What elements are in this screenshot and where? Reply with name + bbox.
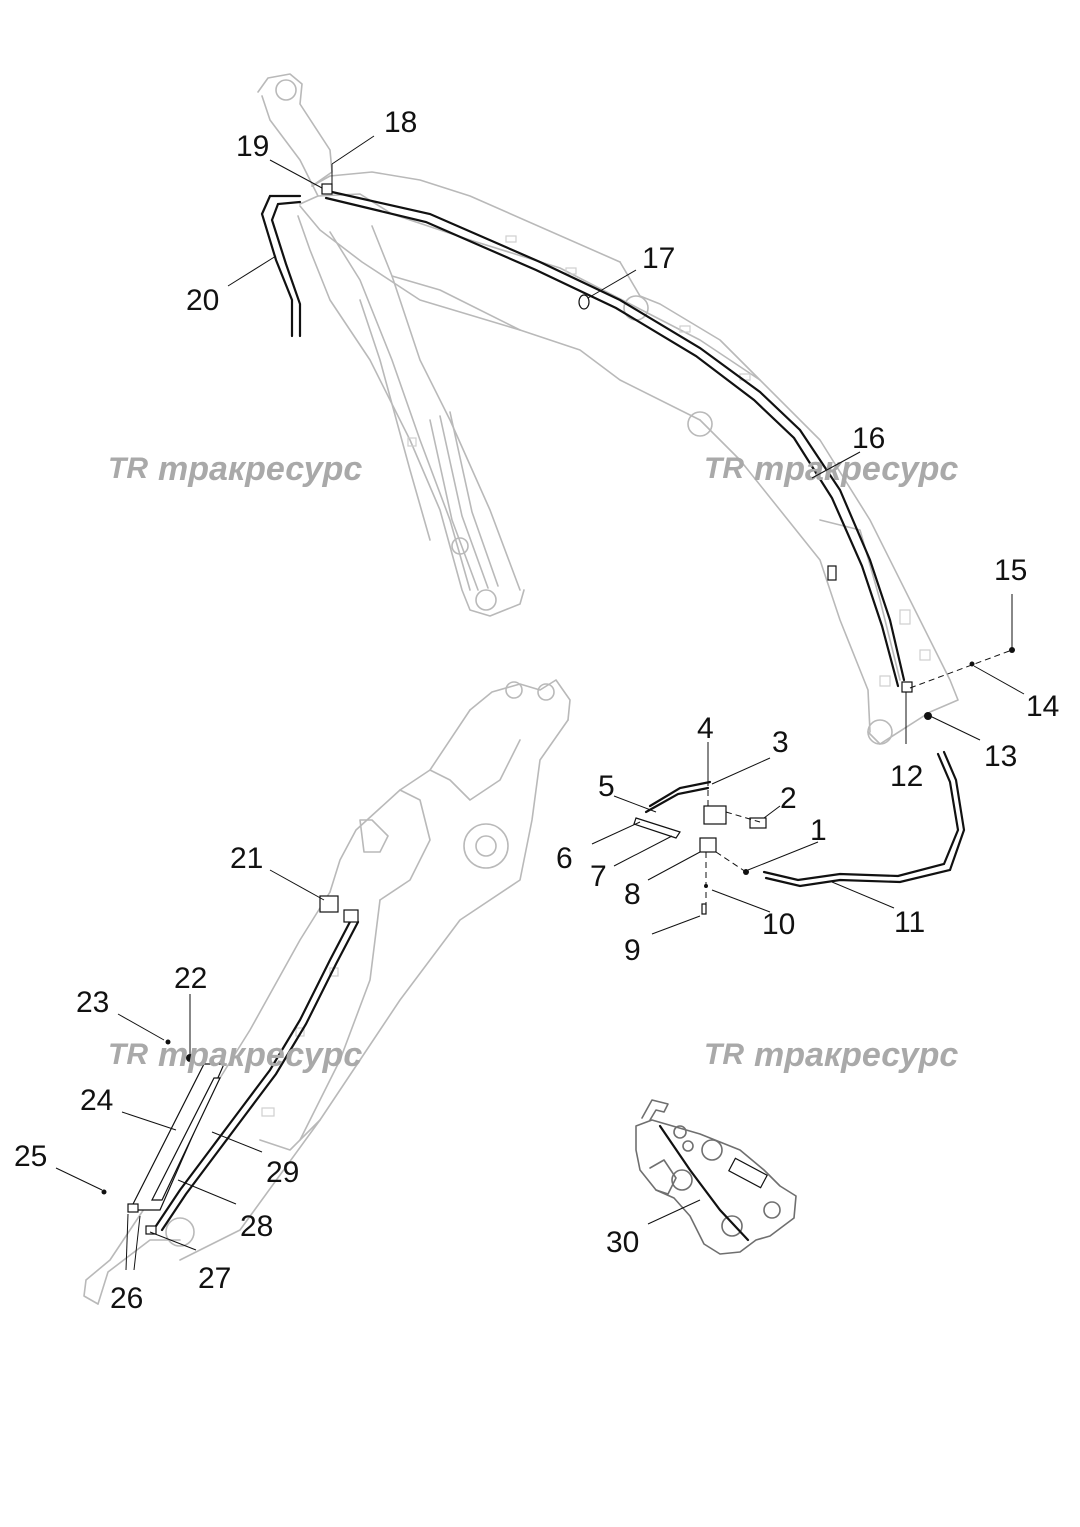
callout-14: 14 xyxy=(1026,690,1059,723)
callout-21: 21 xyxy=(230,842,263,875)
callout-11: 11 xyxy=(894,906,925,939)
arm-outline xyxy=(257,73,959,745)
clamp-27 xyxy=(145,1225,157,1235)
callout-6: 6 xyxy=(556,842,573,875)
callout-12: 12 xyxy=(890,760,923,793)
watermark-logo: TR xyxy=(704,1038,744,1071)
arm-hose-lines xyxy=(260,183,913,693)
leader-lines xyxy=(55,135,1025,1271)
callout-13: 13 xyxy=(984,740,1017,773)
watermark-logo: TR xyxy=(108,1038,148,1071)
callout-30: 30 xyxy=(606,1226,639,1259)
clamp-17 xyxy=(578,294,590,310)
callout-19: 19 xyxy=(236,130,269,163)
hose-11-assembly xyxy=(762,647,1015,888)
callout-25: 25 xyxy=(14,1140,47,1173)
callout-10: 10 xyxy=(762,908,795,941)
bolt-9 xyxy=(701,903,707,915)
callout-labels: 1 2 3 4 5 6 7 8 9 10 11 12 13 14 15 16 1… xyxy=(14,106,1059,1315)
callout-15: 15 xyxy=(994,554,1027,587)
watermark-4: TR тракресурс xyxy=(704,1036,958,1074)
callout-23: 23 xyxy=(76,986,109,1019)
bracket-21b xyxy=(343,909,359,923)
cover-24-inner xyxy=(151,1077,221,1201)
clamp-arm xyxy=(827,565,837,581)
watermark-3: TR тракресурс xyxy=(108,1036,362,1074)
clamp-19 xyxy=(321,183,333,195)
callout-4: 4 xyxy=(697,712,714,745)
valve-assembly xyxy=(633,780,767,915)
coupler-plate xyxy=(728,1157,768,1189)
fitting-6 xyxy=(633,817,681,839)
watermark-text: тракресурс xyxy=(158,450,362,488)
valve-body xyxy=(703,805,727,825)
watermark-1: TR тракресурс xyxy=(108,450,362,488)
callout-8: 8 xyxy=(624,878,641,911)
callout-29: 29 xyxy=(266,1156,299,1189)
callout-26: 26 xyxy=(110,1282,143,1315)
watermark-logo: TR xyxy=(108,452,148,485)
callout-27: 27 xyxy=(198,1262,231,1295)
watermark-text: тракресурс xyxy=(754,450,958,488)
plate-2 xyxy=(749,817,767,829)
bracket-21 xyxy=(319,895,339,913)
fitting-12 xyxy=(901,681,913,693)
callout-9: 9 xyxy=(624,934,641,967)
callout-24: 24 xyxy=(80,1084,113,1117)
callout-2: 2 xyxy=(780,782,797,815)
callout-7: 7 xyxy=(590,860,607,893)
callout-16: 16 xyxy=(852,422,885,455)
callout-18: 18 xyxy=(384,106,417,139)
bolt-26 xyxy=(127,1203,139,1213)
valve-block xyxy=(699,837,717,853)
cover-24 xyxy=(129,1063,225,1211)
watermark-text: тракресурс xyxy=(158,1036,362,1074)
quick-coupler xyxy=(635,1099,797,1255)
callout-5: 5 xyxy=(598,770,615,803)
callout-22: 22 xyxy=(174,962,207,995)
watermark-logo: TR xyxy=(704,452,744,485)
watermark-2: TR тракресурс xyxy=(704,450,958,488)
callout-20: 20 xyxy=(186,284,219,317)
watermark-text: тракресурс xyxy=(754,1036,958,1074)
callout-1: 1 xyxy=(810,814,827,847)
callout-17: 17 xyxy=(642,242,675,275)
callout-28: 28 xyxy=(240,1210,273,1243)
callout-3: 3 xyxy=(772,726,789,759)
